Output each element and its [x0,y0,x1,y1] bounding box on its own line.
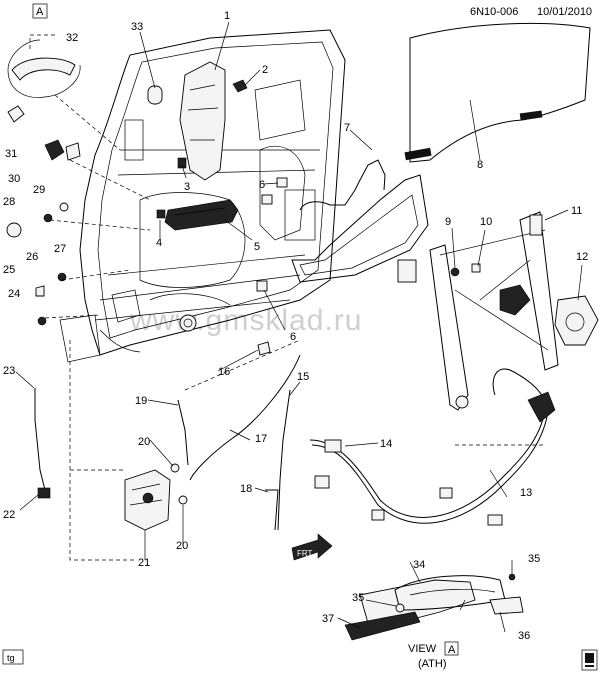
part-6-clip-lower [256,280,268,292]
part-33-plug [147,85,163,105]
callout-17: 17 [255,433,267,445]
part-10-nut [471,263,481,273]
part-23-rod [34,388,46,491]
callout-33: 33 [131,21,143,33]
part-24-bolt [35,285,45,297]
callout-1: 1 [224,10,230,22]
part-25-bolt [57,272,67,282]
part-9-bolt [450,267,460,277]
part-3-clip [177,157,187,169]
callout-22: 22 [3,509,15,521]
callout-27: 27 [54,243,66,255]
part-27-nut [59,202,69,212]
part-26-bolt [43,213,53,223]
callout-24: 24 [8,288,20,300]
callout-7: 7 [344,122,350,134]
front-arrow-icon: FRT [291,533,333,561]
callout-37: 37 [322,613,334,625]
part-11-window-regulator [397,211,559,411]
corner-tag-box [2,649,24,665]
callout-35b: 35 [352,592,364,604]
callout-35a: 35 [528,553,540,565]
callout-11: 11 [571,205,582,217]
callout-20a: 20 [138,436,150,448]
callout-34: 34 [413,559,425,571]
callout-labels: 1 2 3 4 5 6 6 7 8 9 10 11 12 13 14 15 16… [3,10,588,642]
part-8-window-glass [404,22,591,163]
callout-28: 28 [3,196,15,208]
part-7-water-deflector [291,159,429,283]
callout-21: 21 [138,557,150,569]
callout-14: 14 [380,438,392,450]
part-21-door-latch [124,469,171,531]
callout-10: 10 [480,216,492,228]
part-24-screw [37,316,47,326]
callout-30: 30 [8,173,20,185]
front-arrow-label: FRT [297,549,313,558]
part-17-cable [189,354,301,481]
part-19-rod [177,399,189,466]
part-12-window-motor [554,295,599,346]
view-a-box-letter: A [36,6,44,18]
part-29-seal [65,142,81,161]
part-22-clip [37,487,51,499]
part-13-wiring-harness [309,368,556,526]
part-28-plug [6,222,22,238]
door-inner-panel [59,29,346,363]
view-label-sub: (ATH) [418,658,447,670]
callout-31: 31 [5,148,17,160]
diagram-code: 6N10-006 [470,6,518,18]
part-16-grommet [257,341,271,356]
corner-tag: tg [7,653,15,663]
callout-6b: 6 [290,331,296,343]
view-label-box [444,641,459,656]
view-a-box [32,3,48,19]
callout-18: 18 [240,483,252,495]
callout-12: 12 [576,251,588,263]
callout-20b: 20 [176,540,188,552]
part-32-outside-handle [7,39,81,98]
leader-lines [15,21,583,633]
part-6-clip-upper [276,177,288,188]
callout-23: 23 [3,365,15,377]
callout-2: 2 [262,64,268,76]
diagram-date: 10/01/2010 [537,6,592,18]
barcode-icon [581,649,598,671]
part-20-grommet-b [178,495,188,505]
part-2-bolt [232,79,248,93]
callout-15: 15 [297,371,309,383]
callout-16: 16 [218,366,230,378]
part-30-lock-cylinder [44,139,65,161]
callout-25: 25 [3,264,15,276]
part-1-door-module-bracket [179,61,226,181]
view-label-letter: A [448,644,456,656]
part-6-clip-upper-b [261,194,273,205]
part-31-escutcheon [7,105,25,123]
callout-36: 36 [518,630,530,642]
callout-3: 3 [184,181,190,193]
callout-13: 13 [520,487,532,499]
part-5-inside-handle [164,199,239,231]
callout-5: 5 [254,241,260,253]
view-label-prefix: VIEW [408,643,437,655]
callout-32: 32 [66,32,78,44]
callout-19: 19 [135,395,147,407]
callout-4: 4 [156,237,162,249]
watermark: www.gmsklad.ru [129,304,362,337]
view-a-handle-assembly [344,573,524,641]
part-15-cable [277,389,291,531]
callout-26: 26 [26,251,38,263]
callout-8: 8 [477,159,483,171]
callout-6a: 6 [259,179,265,191]
part-4-fastener [156,209,166,219]
callout-29: 29 [33,184,45,196]
part-18-rod [265,489,279,531]
callout-9: 9 [445,216,451,228]
